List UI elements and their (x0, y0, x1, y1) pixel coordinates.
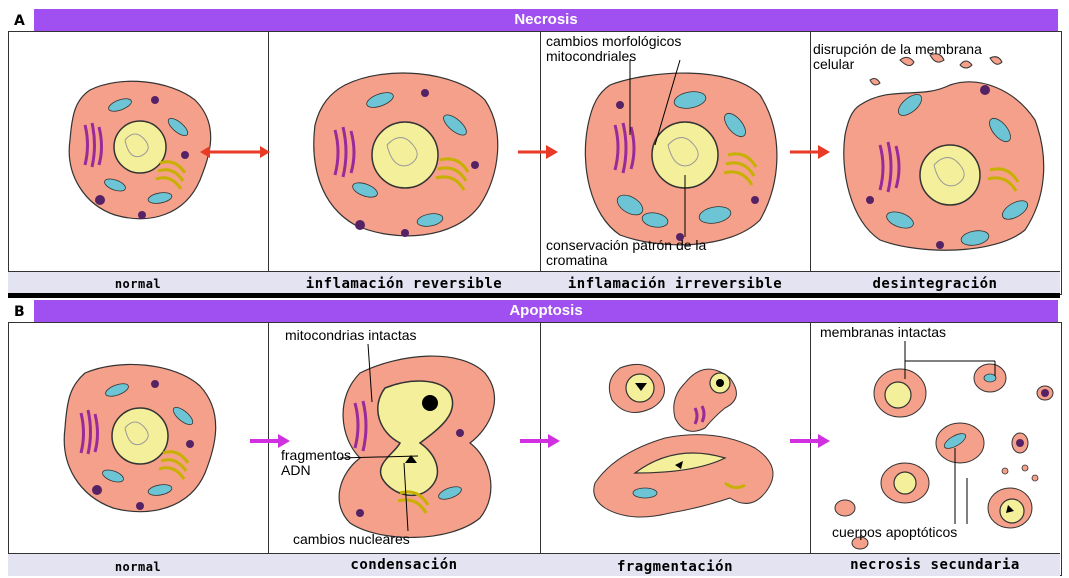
apoptosis-arrow-2 (520, 434, 560, 448)
stage-label-fragmentation: fragmentación (540, 556, 810, 578)
leader-line (360, 344, 380, 404)
leader-line (400, 463, 420, 533)
leader-line (945, 448, 975, 528)
divider (268, 31, 269, 295)
stage-label-condensation: condensación (268, 554, 540, 576)
stage-label-disintegration: desintegración (810, 273, 1060, 295)
stage-label-reversible: inflamación reversible (268, 273, 540, 295)
fragmentation-cell-illustration (575, 353, 795, 543)
divider (268, 322, 269, 576)
panel-apoptosis: B Apoptosis (0, 298, 1069, 576)
stage-label-normal-b: normal (8, 556, 268, 578)
stage-label-secondary-necrosis: necrosis secundaria (810, 554, 1060, 576)
annotation-apoptotic-bodies: cuerpos apoptóticos (832, 525, 957, 540)
divider (810, 31, 811, 295)
divider (540, 31, 541, 295)
annotation-chromatin: conservación patrón de la cromatina (546, 238, 706, 268)
apoptosis-arrow-1 (250, 434, 290, 448)
panel-letter-a: A (14, 13, 25, 29)
leader-line (340, 453, 420, 463)
leader-line (680, 175, 690, 240)
necrosis-arrow-1 (200, 145, 270, 159)
condensation-cell-illustration (320, 343, 520, 543)
reversible-cell-illustration (305, 65, 505, 245)
annotation-intact-membranes: membranas intactas (820, 325, 946, 340)
necrosis-arrow-2 (518, 145, 558, 159)
annotation-membrane: disrupción de la membrana celular (813, 42, 982, 72)
apoptosis-arrow-3 (790, 434, 830, 448)
panel-necrosis: A Necrosis (0, 0, 1069, 295)
normal-cell-illustration (60, 75, 220, 235)
apoptosis-header: Apoptosis (34, 300, 1058, 322)
stage-label-irreversible: inflamación irreversible (540, 273, 810, 295)
leader-line (895, 341, 1005, 381)
divider (540, 322, 541, 576)
panel-letter-b: B (14, 304, 25, 320)
normal-cell-illustration (55, 358, 225, 528)
annotation-nuclear-changes: cambios nucleares (293, 532, 410, 547)
divider (810, 322, 811, 576)
necrosis-arrow-3 (790, 145, 830, 159)
disintegration-cell-illustration (840, 50, 1050, 260)
necrosis-header: Necrosis (34, 9, 1058, 31)
stage-label-normal-a: normal (8, 273, 268, 295)
leader-line (620, 60, 690, 150)
annotation-mito-intact: mitocondrias intactas (285, 328, 417, 343)
